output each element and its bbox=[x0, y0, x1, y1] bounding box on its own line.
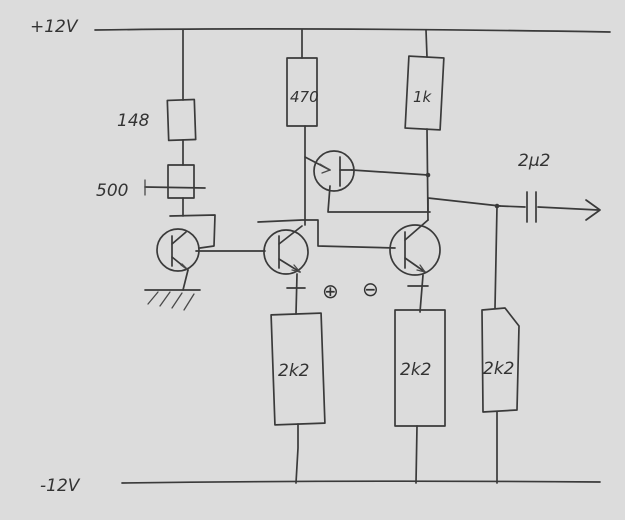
right-emitter-resistor bbox=[394, 309, 446, 484]
potentiometer bbox=[144, 164, 206, 199]
positive-rail-label: +12V bbox=[30, 17, 79, 37]
bias-resistor-label: 148 bbox=[117, 111, 150, 131]
output-capacitor-label: 2µ2 bbox=[518, 151, 550, 171]
right-emitter-resistor-label: 2k2 bbox=[400, 360, 431, 380]
input-plus: ⊕ bbox=[322, 279, 339, 303]
output-resistor-label: 2k2 bbox=[483, 359, 514, 379]
negative-rail bbox=[121, 480, 601, 484]
output-capacitor bbox=[499, 191, 601, 223]
transistor-pnp bbox=[304, 150, 431, 213]
left-collector-resistor bbox=[286, 29, 318, 226]
left-emitter-resistor-label: 2k2 bbox=[278, 361, 309, 381]
transistor-diff-left bbox=[257, 219, 396, 315]
left-collector-resistor-label: 470 bbox=[290, 88, 319, 106]
right-collector-resistor bbox=[404, 29, 445, 221]
left-branch-wires bbox=[169, 29, 216, 249]
potentiometer-label: 500 bbox=[96, 181, 128, 201]
transistor-left bbox=[144, 228, 266, 311]
positive-rail bbox=[94, 28, 611, 33]
right-collector-resistor-label: 1k bbox=[413, 88, 433, 106]
output-resistor bbox=[481, 205, 520, 484]
negative-rail-label: -12V bbox=[40, 476, 81, 496]
left-emitter-resistor bbox=[270, 312, 326, 484]
input-minus: ⊖ bbox=[362, 277, 379, 301]
transistor-diff-right bbox=[389, 197, 501, 313]
bias-resistor bbox=[166, 98, 197, 142]
